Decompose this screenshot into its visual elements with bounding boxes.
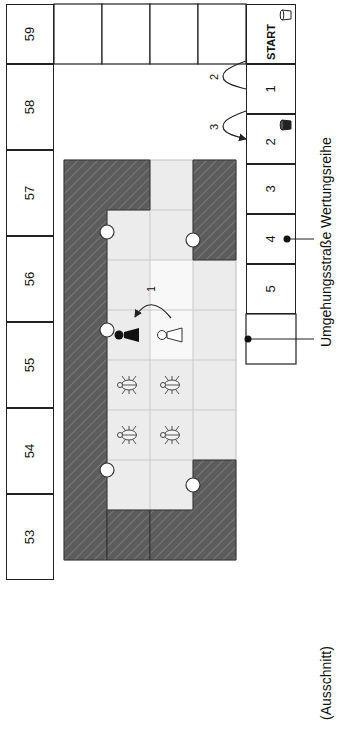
score-cell: 2 [246, 114, 296, 164]
move-arc [223, 61, 246, 89]
score-cell: 59 [6, 4, 54, 64]
wall-tiles [64, 160, 236, 560]
wall-posts [100, 225, 200, 492]
wall-tile [193, 160, 236, 260]
leader-lines [245, 236, 315, 343]
board-field [150, 260, 193, 360]
score-cell: 55 [6, 322, 54, 408]
beetle-token [118, 376, 137, 394]
score-cell: 4 [246, 214, 296, 264]
wall-tile [64, 160, 150, 560]
cell-number: 59 [23, 27, 37, 41]
track-label: Wertungsreihe [318, 137, 334, 228]
wall-post [100, 225, 114, 239]
wall-post [100, 323, 114, 337]
cell-number: 5 [264, 285, 278, 292]
wall-post [186, 233, 200, 247]
score-cell: 58 [6, 64, 54, 150]
track-cell [102, 4, 150, 64]
cell-number: 57 [23, 186, 37, 200]
wall-tile [150, 460, 236, 560]
score-cell: 54 [6, 408, 54, 494]
track-label: Umgehungsstraße [318, 232, 334, 347]
cell-number: 53 [23, 530, 37, 544]
track-cell [150, 4, 198, 64]
beetle-tokens [118, 376, 180, 444]
cell-number: START [265, 24, 277, 60]
score-cell: 1 [246, 64, 296, 114]
wall-tile [107, 510, 150, 560]
move-arc [223, 111, 246, 139]
cell-number: 4 [264, 235, 278, 242]
beetle-token [161, 426, 180, 444]
start-cell: START [246, 4, 296, 64]
game-board [64, 160, 236, 560]
cup-outline-icon [280, 10, 291, 20]
callout-number: 1 [146, 286, 158, 292]
arc-label: 3 [208, 122, 220, 130]
board-grid [64, 160, 236, 560]
cell-number: 54 [23, 444, 37, 458]
board-ground [64, 160, 236, 560]
wall-post [100, 463, 114, 477]
cell-number: 1 [264, 85, 278, 92]
track-cell [54, 4, 102, 64]
cell-number: 56 [23, 272, 37, 286]
arc-label: 2 [208, 72, 220, 80]
blank-track-cells [54, 4, 296, 364]
cell-number: 55 [23, 358, 37, 372]
leader-line [287, 239, 314, 240]
leader-dot [284, 236, 291, 243]
black-pawn [115, 328, 140, 342]
move-arrow [135, 305, 171, 318]
cell-number: 2 [264, 138, 278, 145]
score-cell: 5 [246, 264, 296, 314]
cup-filled-icon [280, 120, 291, 130]
score-cell: 53 [6, 494, 54, 580]
cell-number: 3 [264, 185, 278, 192]
beetle-token [161, 376, 180, 394]
score-cell: 56 [6, 236, 54, 322]
score-cell: 3 [246, 164, 296, 214]
score-cell: 57 [6, 150, 54, 236]
wall-post [186, 478, 200, 492]
leader-line [248, 339, 314, 340]
leader-dot [245, 336, 252, 343]
white-pawn [158, 328, 183, 342]
excerpt-note: (Ausschnitt) [318, 646, 334, 720]
track-cell [198, 4, 246, 64]
cell-number: 58 [23, 100, 37, 114]
track-cell [246, 314, 296, 364]
beetle-token [118, 426, 137, 444]
